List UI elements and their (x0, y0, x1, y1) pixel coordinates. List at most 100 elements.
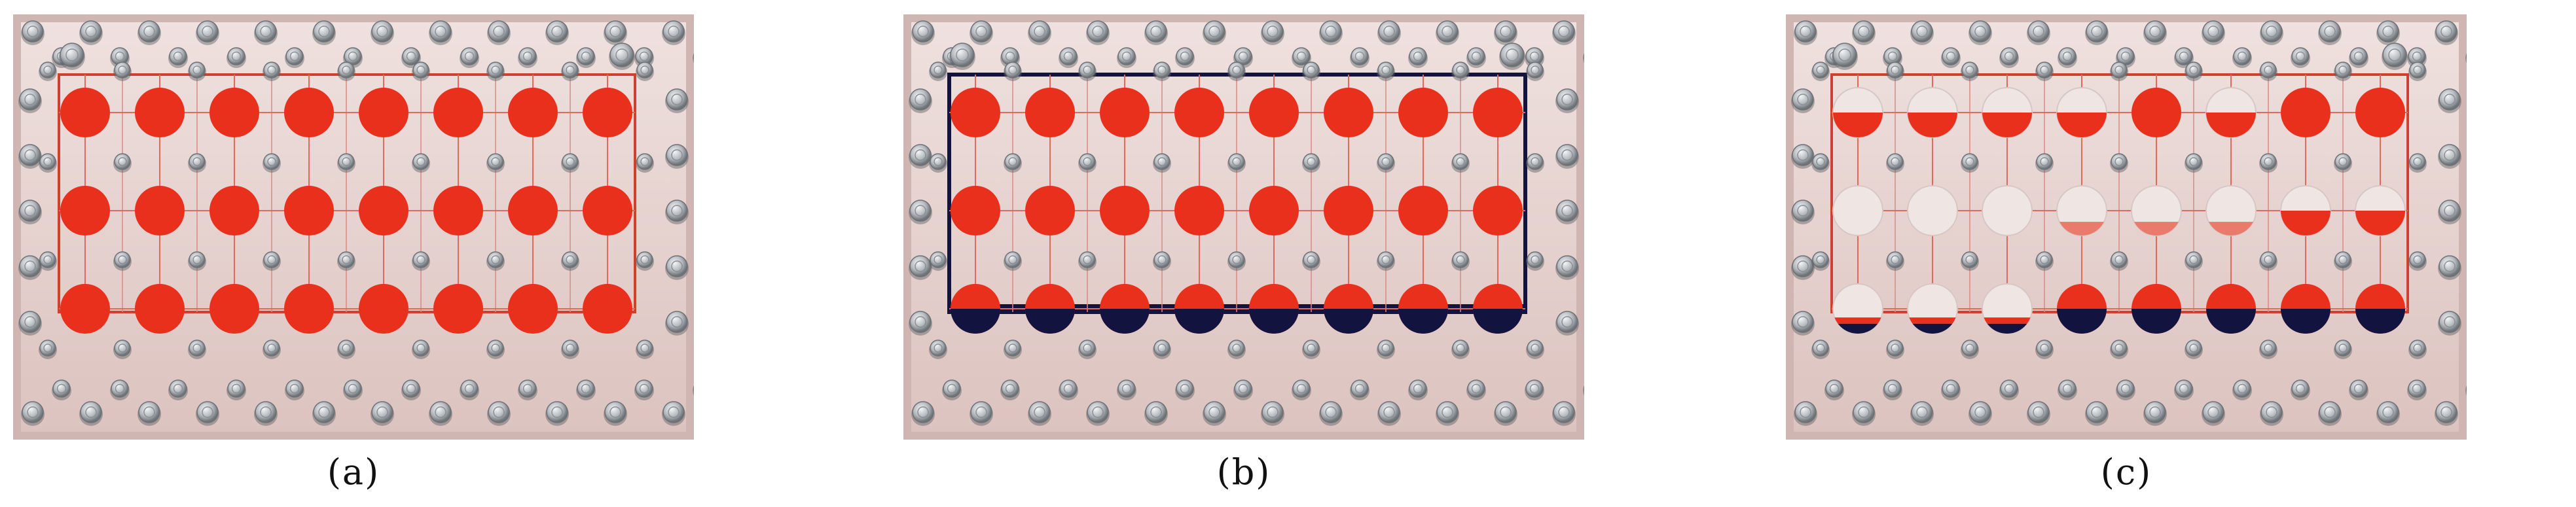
pore-cell (284, 186, 334, 236)
bolt (1377, 20, 1401, 45)
bolt (168, 379, 188, 400)
bolt (113, 61, 132, 81)
bolt (1227, 251, 1246, 271)
pore-cell (508, 186, 558, 236)
pore-cell (1100, 88, 1150, 137)
pore-cell (583, 284, 632, 334)
pore-cell (359, 186, 408, 236)
bolt (2259, 251, 2277, 271)
bolt (18, 200, 42, 224)
bolt (1004, 340, 1022, 359)
bolt (263, 153, 281, 173)
bolt (929, 153, 947, 173)
bolt (113, 251, 132, 271)
bolt (2085, 401, 2109, 426)
bolt (254, 401, 278, 426)
bolt (1466, 379, 1486, 400)
bolt (2035, 61, 2054, 81)
bolt (1436, 401, 1459, 426)
bolt (2438, 255, 2461, 280)
pore-cell (433, 88, 483, 137)
bolt (401, 47, 421, 68)
bolt (1552, 20, 1576, 45)
pore-cell (2205, 185, 2257, 236)
pore-cell (209, 284, 259, 334)
bolt (2027, 20, 2050, 45)
bolt (1319, 20, 1343, 45)
bolt (1377, 251, 1395, 271)
bolt (1886, 340, 1904, 359)
pore-cell (1249, 186, 1299, 236)
bolt (576, 47, 596, 68)
bolt (1451, 61, 1470, 81)
pore-cell (2205, 87, 2257, 138)
bolt (1583, 385, 1584, 396)
pore-cell (1174, 186, 1224, 236)
pore-cell (951, 186, 1000, 236)
bolt (1811, 61, 1830, 81)
bolt (1004, 251, 1022, 271)
bolt (1261, 20, 1284, 45)
bolt (636, 61, 654, 81)
bolt (2408, 340, 2427, 359)
bolt (1408, 47, 1428, 68)
bolt (1377, 153, 1395, 173)
pore-cell (2056, 87, 2107, 138)
pore-cell (1025, 186, 1075, 236)
bolt (401, 379, 421, 400)
bolt (662, 20, 685, 45)
bolt (371, 20, 394, 45)
bolt (486, 340, 505, 359)
pore-cell (1025, 284, 1075, 334)
pore-cell (433, 186, 483, 236)
bolt (59, 43, 85, 70)
bolt (188, 251, 206, 271)
bolt (2376, 20, 2400, 45)
bolt (1175, 47, 1195, 68)
bolt (285, 379, 304, 400)
bolt (2174, 47, 2194, 68)
bolt (561, 251, 579, 271)
bolt (254, 20, 278, 45)
bolt (1153, 61, 1171, 81)
bolt (371, 401, 394, 426)
bolt (2318, 20, 2342, 45)
bolt (2382, 43, 2408, 70)
bolt (929, 251, 947, 271)
bolt (263, 61, 281, 81)
bolt (487, 20, 511, 45)
bolt (1910, 20, 1934, 45)
pore-cell (359, 88, 408, 137)
bolt (909, 200, 932, 224)
bolt (665, 88, 689, 113)
bolt (39, 61, 57, 81)
bolt (561, 153, 579, 173)
bolt (196, 20, 219, 45)
bolt (1832, 43, 1858, 70)
bolt (1078, 153, 1097, 173)
bolt (1824, 379, 1844, 400)
bolt (1059, 379, 1078, 400)
bolt (970, 401, 993, 426)
pore-cell (60, 88, 110, 137)
bolt (2110, 61, 2128, 81)
bolt (1377, 340, 1395, 359)
bolt (665, 311, 689, 336)
pore-cell (433, 284, 483, 334)
pore-cell (508, 284, 558, 334)
bolt (1302, 340, 1320, 359)
bolt (460, 47, 479, 68)
bolt (312, 20, 336, 45)
bolt (911, 401, 935, 426)
pore-cell (284, 88, 334, 137)
bolt (1153, 153, 1171, 173)
bolt (18, 144, 42, 169)
pore-cell (2280, 185, 2331, 236)
bolt (1886, 61, 1904, 81)
bolt (18, 88, 42, 113)
bolt (1466, 47, 1486, 68)
bolt (1436, 20, 1459, 45)
bolt (1886, 153, 1904, 173)
pore-cell (2355, 284, 2405, 334)
pore-cell (284, 284, 334, 334)
